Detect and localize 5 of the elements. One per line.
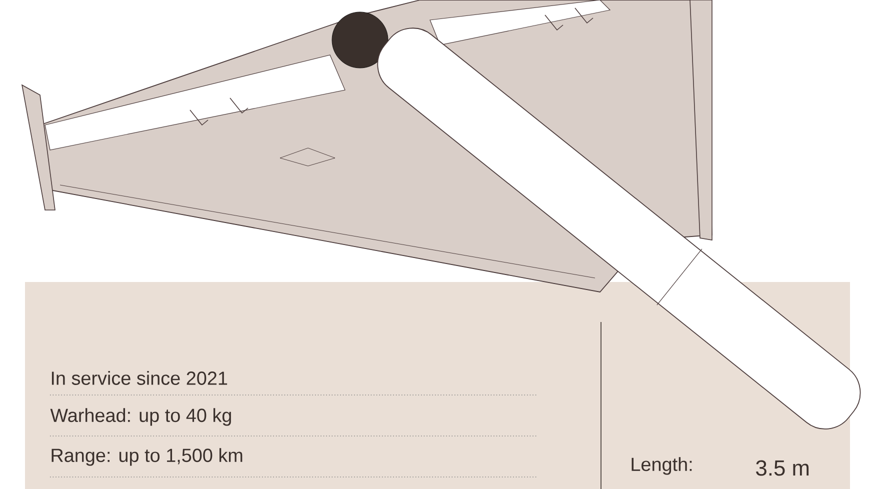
spec-label: Length: bbox=[632, 457, 692, 475]
spec-value: 3.5 m bbox=[756, 460, 809, 476]
spec-text: Warhead: up to 40 kg bbox=[50, 408, 231, 426]
spec-text: In service since 2021 bbox=[52, 371, 228, 385]
spec-text: Range: up to 1,500 km bbox=[52, 448, 242, 466]
